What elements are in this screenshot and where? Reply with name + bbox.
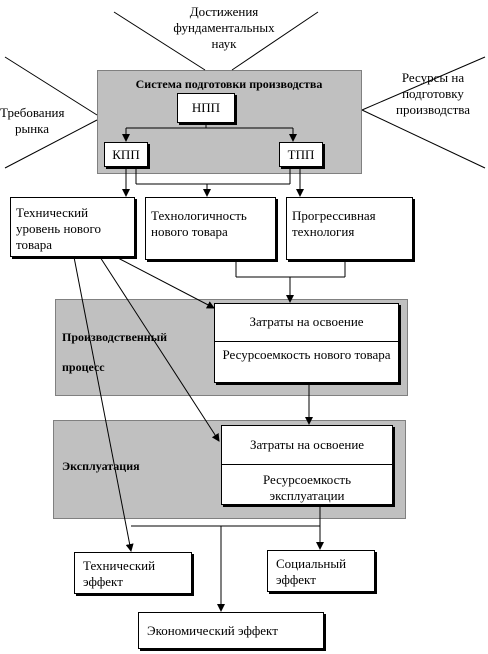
- tech-level-label: Технический уровень нового товара: [16, 205, 101, 252]
- operation-resource-label: Ресурсоемкость эксплуатации: [262, 472, 352, 503]
- left-input-line-bottom: [4, 119, 98, 169]
- kpp-label: КПП: [112, 147, 140, 162]
- progressive-tech-label: Прогрессивная технология: [292, 208, 376, 239]
- production-label: Производственный процесс: [62, 330, 168, 374]
- kpp-box: КПП: [104, 142, 148, 167]
- tech-level-box: Технический уровень нового товара: [10, 197, 135, 257]
- operation-costs-label: Затраты на освоение: [249, 437, 365, 452]
- manufacturability-label: Технологичность нового товара: [151, 208, 247, 239]
- social-effect-label: Социальный эффект: [276, 556, 347, 587]
- left-source-label: Требования рынка: [0, 105, 65, 136]
- npp-box: НПП: [177, 93, 235, 123]
- prep-system-title: Система подготовки производства: [135, 77, 323, 91]
- right-source-label: Ресурсы на подготовку производства: [395, 70, 471, 117]
- operation-label: Эксплуатация: [62, 459, 140, 473]
- production-box: Затраты на освоение Ресурсоемкость новог…: [214, 303, 399, 383]
- operation-box: Затраты на освоение Ресурсоемкость экспл…: [221, 425, 393, 505]
- tpp-box: ТПП: [279, 142, 323, 167]
- production-resource-label: Ресурсоемкость нового товара: [222, 347, 391, 362]
- economic-effect-box: Экономический эффект: [138, 612, 324, 649]
- operation-divider: [222, 464, 392, 465]
- top-source-label: Достижения фундаментальных наук: [173, 4, 275, 51]
- technical-effect-box: Технический эффект: [74, 552, 192, 594]
- production-divider: [215, 341, 398, 342]
- top-input-line-left: [113, 11, 206, 71]
- social-effect-box: Социальный эффект: [267, 550, 375, 592]
- left-input-line-top: [4, 56, 98, 116]
- progressive-tech-box: Прогрессивная технология: [286, 197, 413, 260]
- economic-effect-label: Экономический эффект: [147, 623, 278, 638]
- top-input-line-right: [231, 11, 319, 71]
- technical-effect-label: Технический эффект: [83, 558, 156, 589]
- production-costs-label: Затраты на освоение: [249, 314, 364, 329]
- npp-label: НПП: [191, 100, 221, 115]
- tpp-label: ТПП: [287, 147, 315, 162]
- manufacturability-box: Технологичность нового товара: [145, 197, 276, 260]
- right-input-line-top: [361, 56, 486, 111]
- right-input-line-bottom: [361, 109, 486, 169]
